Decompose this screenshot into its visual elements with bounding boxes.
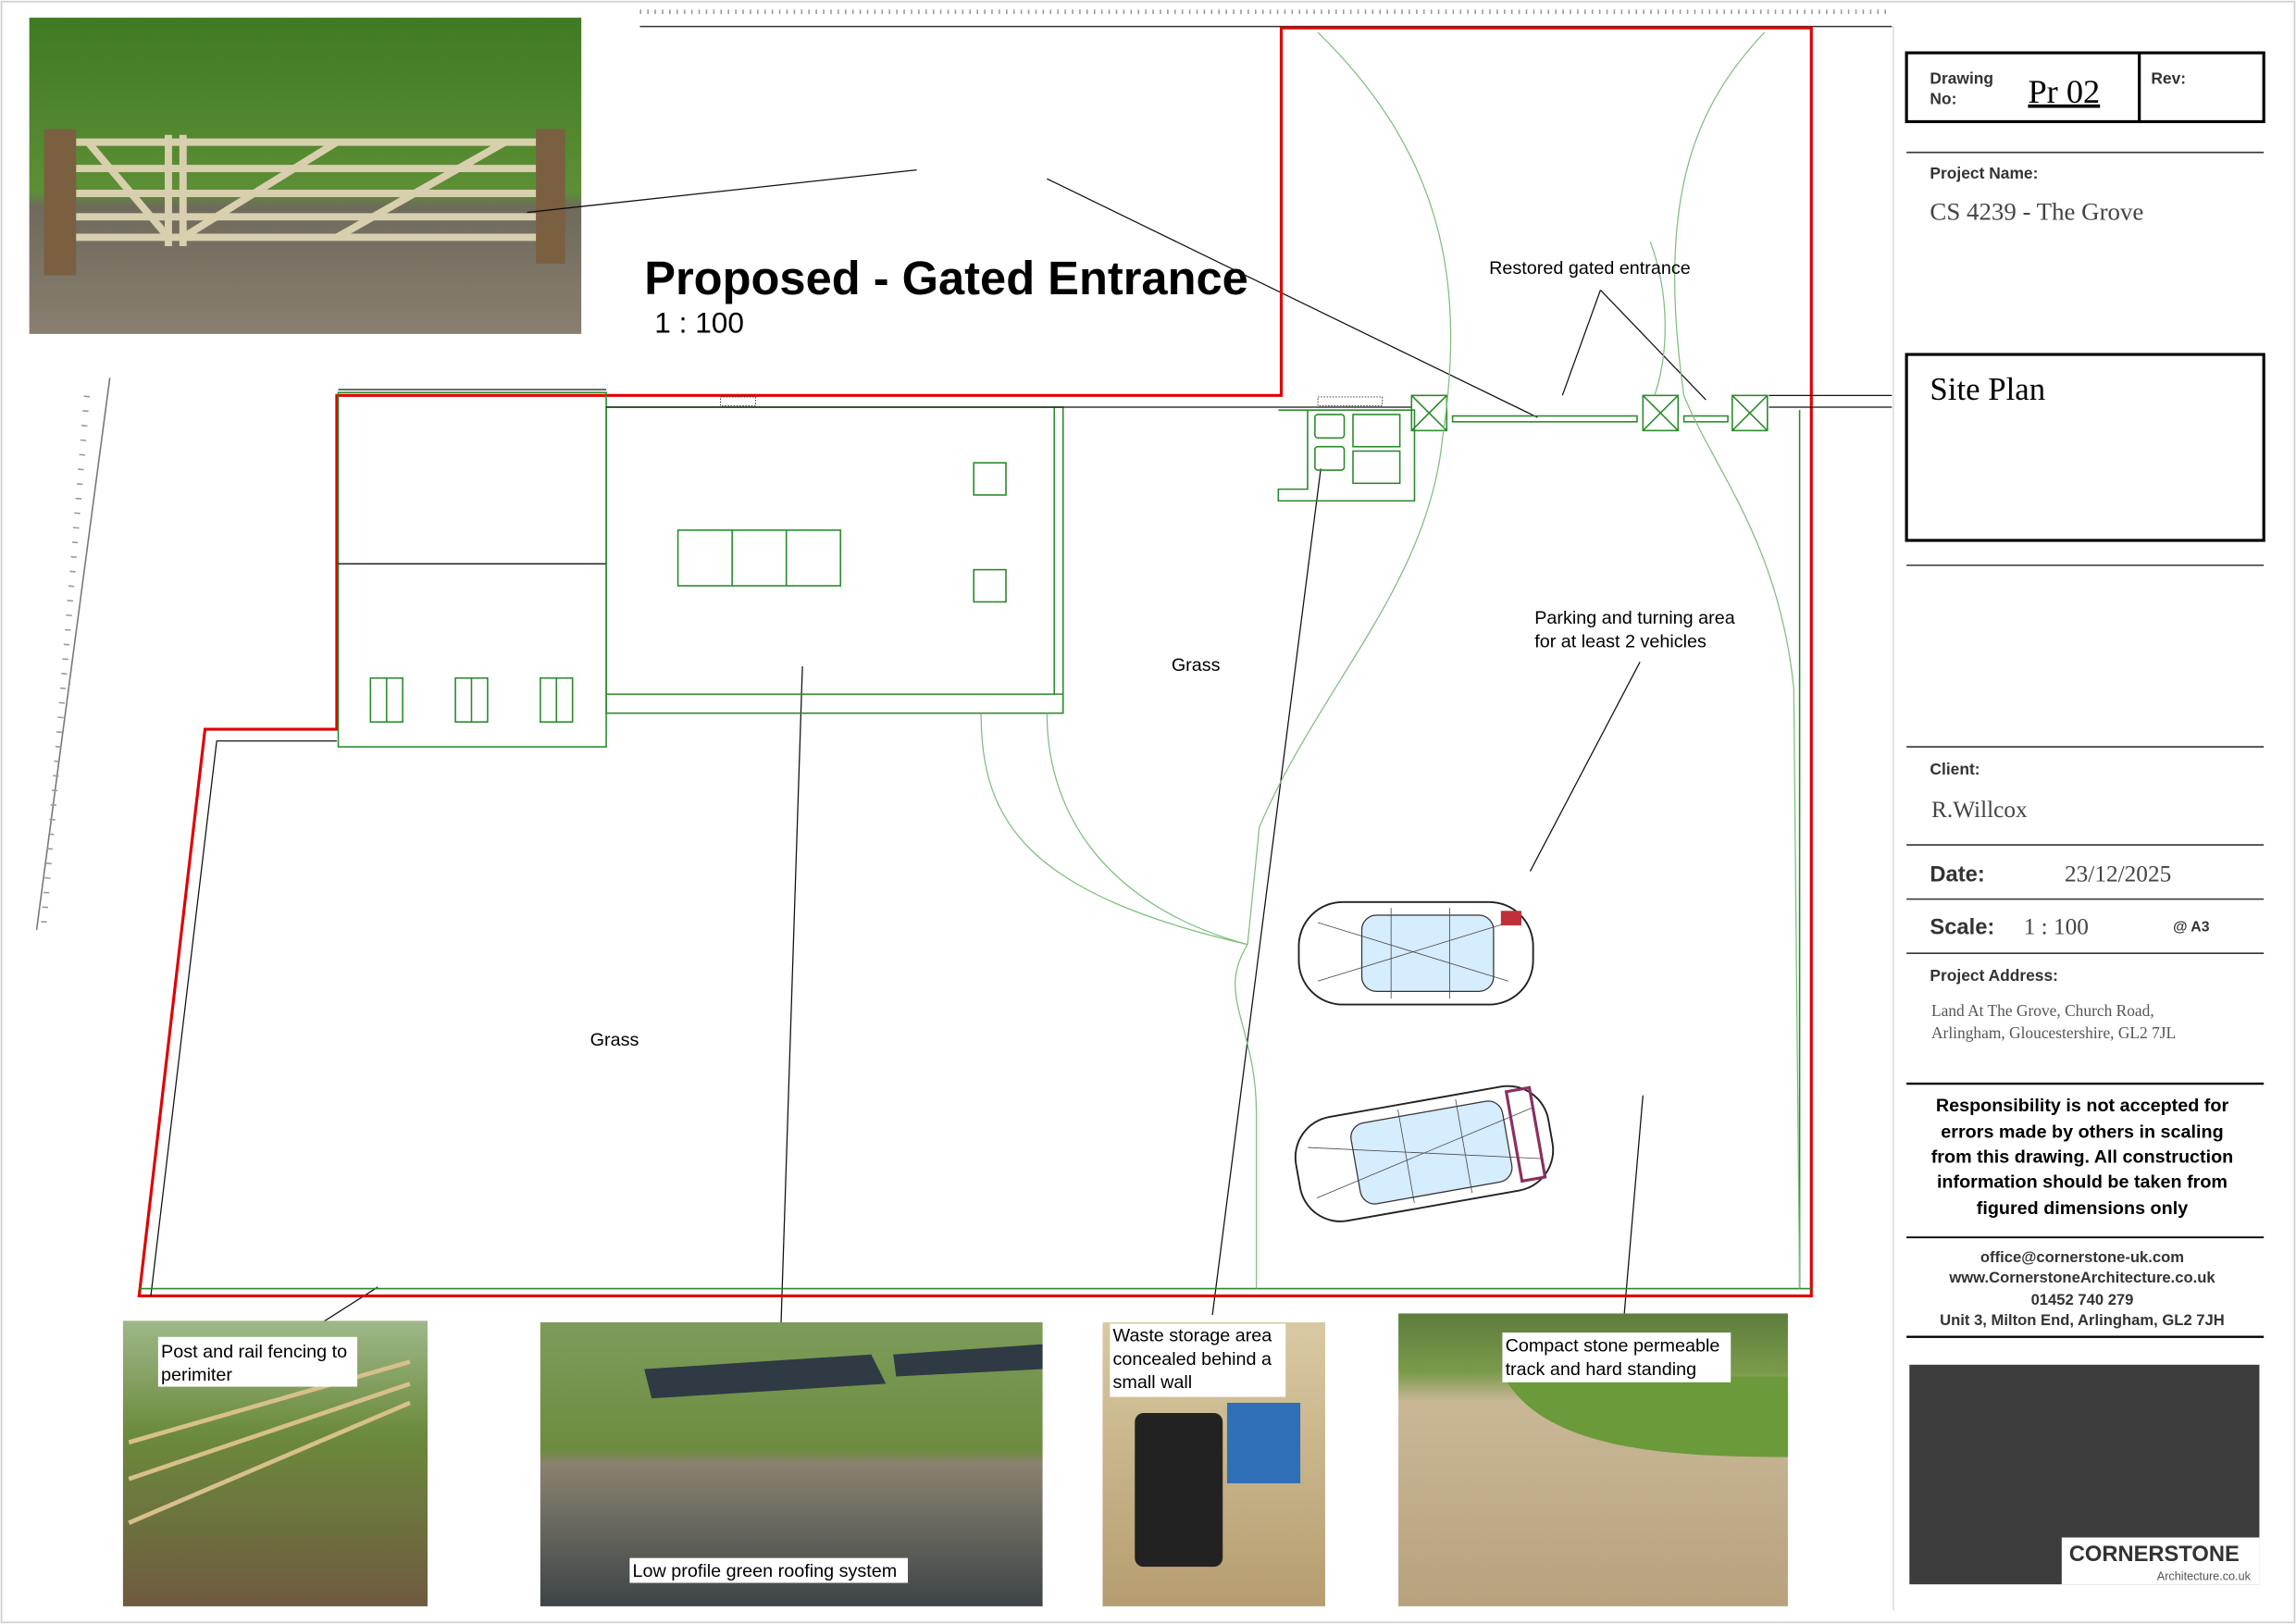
sheet-title: Site Plan [1930, 371, 2045, 407]
phone-number: 01452 740 279 [2031, 1291, 2134, 1308]
label-parking-2: for at least 2 vehicles [1534, 631, 1706, 651]
client-label: Client: [1930, 760, 1980, 778]
drawing-number: Pr 02 [2028, 73, 2100, 110]
caption-fence-1: Post and rail fencing to [161, 1342, 347, 1362]
label-parking-1: Parking and turning area [1534, 608, 1734, 628]
gated-entrance [1317, 394, 1769, 432]
cornerstone-logo: CORNERSTONE Architecture.co.uk [1909, 1364, 2260, 1585]
fence-photo: Post and rail fencing to perimiter [122, 1320, 428, 1606]
caption-fence-2: perimiter [161, 1365, 232, 1385]
disclaimer-line: information should be taken from [1937, 1172, 2228, 1192]
gravel-drive-photo: Compact stone permeable track and hard s… [1398, 1313, 1788, 1606]
caption-stone-1: Compact stone permeable [1506, 1336, 1720, 1357]
caption-waste-3: small wall [1113, 1372, 1193, 1393]
car-2 [1294, 1085, 1555, 1222]
drawing-scale: 1 : 100 [654, 305, 744, 339]
title-block: Drawing No: Pr 02 Rev: Project Name: CS … [1893, 26, 2265, 1611]
site-boundary [137, 26, 1813, 1298]
drawing-title: Proposed - Gated Entrance [644, 252, 1248, 304]
driveway [980, 31, 1801, 1289]
gate-photo [29, 18, 582, 334]
logo-sub: Architecture.co.uk [2157, 1569, 2252, 1582]
logo-word: CORNERSTONE [2069, 1543, 2240, 1567]
waste-storage-photo: Waste storage area concealed behind a sm… [1102, 1321, 1325, 1606]
project-name-label: Project Name: [1930, 164, 2038, 182]
drawing-no-label: Drawing [1930, 68, 1993, 87]
email-link[interactable]: office@cornerstone-uk.com [1980, 1248, 2184, 1266]
green-roof-extension [605, 396, 1064, 714]
disclaimer-line: figured dimensions only [1977, 1198, 2188, 1219]
label-grass: Grass [1172, 655, 1221, 676]
leader-lines [248, 169, 1706, 1568]
paper-size: @ A3 [2173, 919, 2210, 935]
scale-value: 1 : 100 [2024, 914, 2089, 940]
car-1 [1297, 900, 1534, 1006]
project-name: CS 4239 - The Grove [1930, 197, 2143, 225]
green-roof-photo: Low profile green roofing system [540, 1321, 1043, 1606]
existing-building [337, 389, 607, 748]
drawing-no-label: No: [1930, 89, 1956, 107]
client-name: R.Willcox [1931, 797, 2028, 823]
bin-store [1277, 409, 1416, 502]
disclaimer-line: errors made by others in scaling [1941, 1122, 2223, 1143]
caption-waste-1: Waste storage area [1113, 1325, 1272, 1345]
address-line: Land At The Grove, Church Road, [1931, 1001, 2154, 1020]
office-address: Unit 3, Milton End, Arlingham, GL2 7JH [1940, 1311, 2225, 1329]
date-value: 23/12/2025 [2065, 862, 2171, 887]
date-label: Date: [1930, 863, 1984, 887]
address-label: Project Address: [1930, 966, 2058, 985]
website-link[interactable]: www.CornerstoneArchitecture.co.uk [1948, 1269, 2215, 1286]
address-line: Arlingham, Gloucestershire, GL2 7JL [1931, 1023, 2176, 1042]
caption-waste-2: concealed behind a [1113, 1349, 1272, 1370]
caption-stone-2: track and hard standing [1506, 1359, 1697, 1380]
label-grass: Grass [590, 1030, 639, 1050]
rev-label: Rev: [2151, 68, 2186, 87]
disclaimer-line: Responsibility is not accepted for [1936, 1096, 2229, 1116]
label-restored-gate: Restored gated entrance [1489, 258, 1691, 279]
caption-roof: Low profile green roofing system [633, 1561, 898, 1581]
disclaimer-line: from this drawing. All construction [1931, 1147, 2234, 1167]
scale-label: Scale: [1930, 916, 1994, 940]
